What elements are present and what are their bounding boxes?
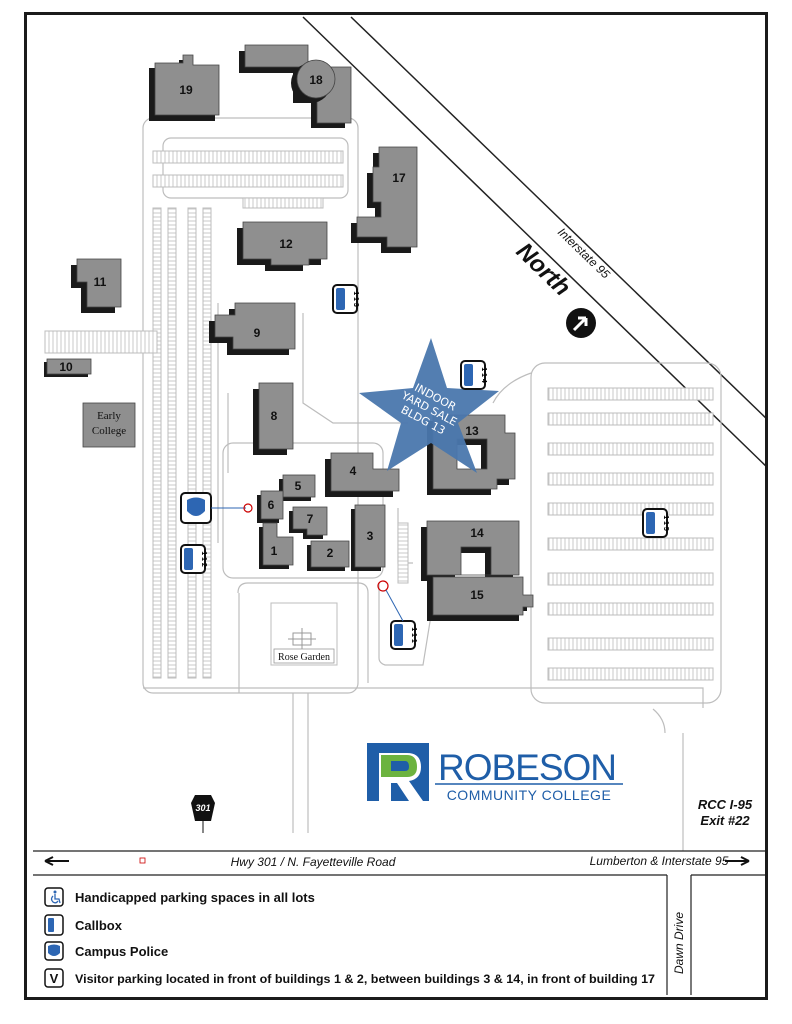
building-15 xyxy=(427,576,534,621)
dawn-drive: Dawn Drive xyxy=(666,875,692,995)
map-canvas: Interstate 95 North xyxy=(33,16,765,995)
callbox-icon xyxy=(48,918,54,932)
exit-line-1: RCC I-95 xyxy=(698,797,753,812)
callbox-111-pointer xyxy=(377,580,404,622)
label-building-13: 13 xyxy=(465,424,479,438)
campus-police-marker[interactable] xyxy=(180,492,253,524)
hwy-shield-label: 301 xyxy=(195,803,210,813)
label-building-1: 1 xyxy=(271,544,278,558)
building-early-college xyxy=(82,402,136,448)
label-building-17: 17 xyxy=(392,171,406,185)
building-11 xyxy=(71,258,122,313)
label-building-3: 3 xyxy=(367,529,374,543)
police-badge-icon xyxy=(187,497,205,516)
legend-item-callbox: Callbox xyxy=(44,914,123,936)
buildings xyxy=(44,44,534,621)
callbox-111-code: 1 1 1 xyxy=(410,627,417,643)
legend-text-visitor: Visitor parking located in front of buil… xyxy=(75,974,655,986)
callbox-114-code: 1 1 4 xyxy=(480,367,487,383)
label-building-12: 12 xyxy=(279,237,293,251)
label-building-8: 8 xyxy=(271,409,278,423)
legend-item-handicap: Handicapped parking spaces in all lots xyxy=(44,887,315,907)
label-building-2: 2 xyxy=(327,546,334,560)
building-8 xyxy=(253,382,294,455)
parking-lots xyxy=(44,150,714,681)
label-early-college-1: Early xyxy=(97,410,121,422)
building-12 xyxy=(237,221,328,271)
building-1 xyxy=(259,522,294,569)
callbox-113-code: 1 1 3 xyxy=(352,291,359,307)
callbox-111[interactable]: 1 1 1 xyxy=(390,620,417,650)
callbox-112[interactable]: 1 1 2 xyxy=(180,544,207,574)
hwy-301-shield: 301 xyxy=(191,795,215,833)
callbox-115[interactable]: 1 1 5 xyxy=(642,508,669,538)
label-building-11: 11 xyxy=(94,275,107,289)
campus-roads xyxy=(142,117,722,851)
legend-item-visitor: V Visitor parking located in front of bu… xyxy=(44,968,655,988)
building-3 xyxy=(351,504,386,571)
building-2 xyxy=(307,540,350,571)
label-building-19: 19 xyxy=(179,83,193,97)
north-label: North xyxy=(511,238,576,302)
building-14 xyxy=(421,520,520,581)
logo-subtitle: COMMUNITY COLLEGE xyxy=(447,787,612,803)
label-building-4: 4 xyxy=(350,464,357,478)
building-19 xyxy=(149,54,220,121)
building-labels: 1 2 3 4 5 6 7 8 9 10 11 12 13 14 15 17 1… xyxy=(59,73,484,602)
lumberton-road-label: Lumberton & Interstate 95 xyxy=(590,854,729,868)
building-10 xyxy=(44,358,92,377)
hwy-301-road: Hwy 301 / N. Fayetteville Road Lumberton… xyxy=(33,850,765,876)
callbox-112-code: 1 1 2 xyxy=(200,551,207,567)
legend: Handicapped parking spaces in all lots C… xyxy=(44,887,655,988)
building-5 xyxy=(279,474,316,501)
building-6 xyxy=(257,490,284,523)
label-building-9: 9 xyxy=(254,326,261,340)
logo-name: ROBESON xyxy=(438,747,616,788)
label-building-6: 6 xyxy=(268,498,275,512)
legend-text-callbox: Callbox xyxy=(75,918,123,933)
label-building-14: 14 xyxy=(470,526,484,540)
campus-map: Interstate 95 North xyxy=(24,12,768,1000)
building-17 xyxy=(351,146,418,253)
east-arrow-icon xyxy=(725,856,750,866)
callbox-115-code: 1 1 5 xyxy=(662,515,669,531)
police-badge-icon xyxy=(48,944,60,956)
label-building-7: 7 xyxy=(307,512,314,526)
label-building-5: 5 xyxy=(295,479,302,493)
visitor-v-icon: V xyxy=(50,971,59,986)
dawn-drive-label: Dawn Drive xyxy=(672,912,686,974)
label-building-18: 18 xyxy=(309,73,323,87)
west-arrow-icon xyxy=(44,856,69,866)
label-early-college-2: College xyxy=(92,425,126,437)
legend-item-police: Campus Police xyxy=(44,941,168,961)
rose-garden-label: Rose Garden xyxy=(278,652,330,663)
building-4 xyxy=(325,452,400,497)
building-9 xyxy=(209,302,296,355)
exit-line-2: Exit #22 xyxy=(700,813,750,828)
legend-text-police: Campus Police xyxy=(75,944,168,959)
handicap-icon xyxy=(50,890,61,904)
callbox-113[interactable]: 1 1 3 xyxy=(332,284,359,314)
label-building-15: 15 xyxy=(470,588,484,602)
callbox-114[interactable]: 1 1 4 xyxy=(460,360,487,390)
robeson-logo: ROBESON COMMUNITY COLLEGE xyxy=(367,743,623,803)
legend-text-handicap: Handicapped parking spaces in all lots xyxy=(75,890,315,905)
label-building-10: 10 xyxy=(59,360,73,374)
building-18 xyxy=(239,44,352,128)
rose-garden: Rose Garden xyxy=(270,602,338,666)
building-7 xyxy=(289,506,328,539)
small-marker xyxy=(139,857,146,864)
hwy-road-label: Hwy 301 / N. Fayetteville Road xyxy=(231,855,396,869)
